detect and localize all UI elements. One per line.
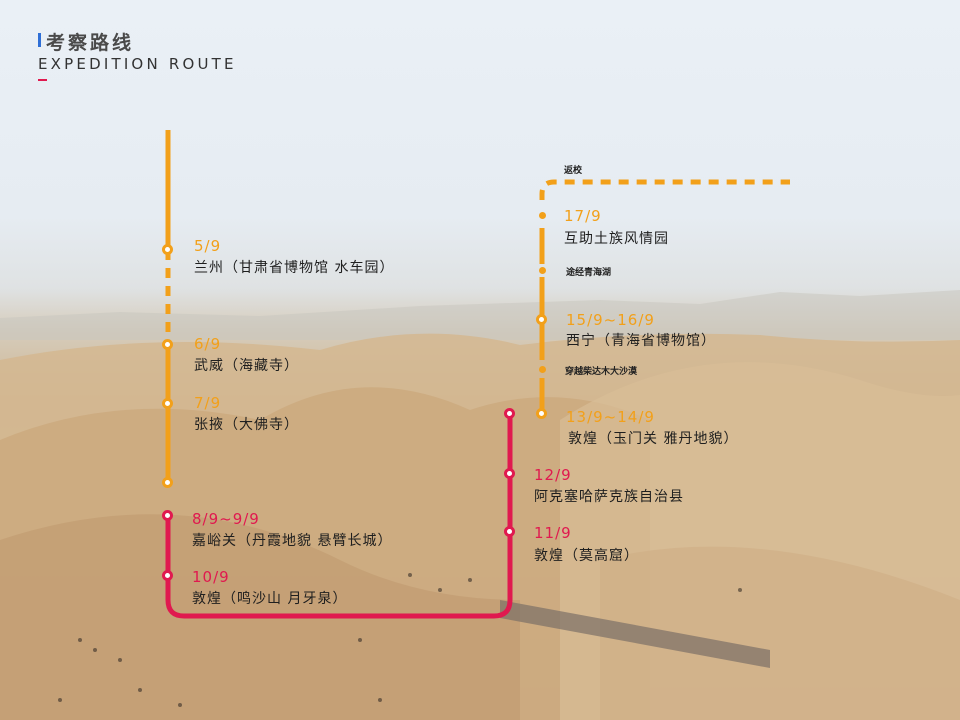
- stop-place: 敦煌（鸣沙山 月牙泉）: [192, 591, 348, 607]
- stop-place: 嘉峪关（丹霞地貌 悬臂长城）: [192, 533, 393, 549]
- via-dot: [539, 366, 546, 373]
- stop-date: 15/9~16/9: [566, 311, 655, 329]
- header-accent-bar: [38, 33, 41, 47]
- stop-node: [162, 570, 173, 581]
- stop-date: 13/9~14/9: [566, 408, 655, 426]
- stop-date: 5/9: [194, 237, 222, 255]
- pavilion-roof: [500, 600, 770, 668]
- header-title-en: EXPEDITION ROUTE: [38, 55, 237, 73]
- stop-place: 敦煌（玉门关 雅丹地貌）: [568, 431, 739, 447]
- header-title-cn: 考察路线: [46, 32, 135, 54]
- stop-place: 阿克塞哈萨克族自治县: [534, 489, 684, 505]
- people-specks: [58, 573, 742, 707]
- return-note: 返校: [564, 166, 583, 176]
- stop-node: [536, 408, 547, 419]
- stop-place: 互助土族风情园: [564, 231, 669, 247]
- stop-node: [162, 398, 173, 409]
- stop-node: [162, 477, 173, 488]
- stop-date: 8/9~9/9: [192, 510, 260, 528]
- stop-node: [536, 314, 547, 325]
- stop-date: 17/9: [564, 207, 602, 225]
- via-lake-note: 途经青海湖: [566, 268, 612, 278]
- stop-place: 西宁（青海省博物馆）: [566, 333, 716, 349]
- stop-place: 武威（海藏寺）: [194, 358, 299, 374]
- route-yellow-return: [539, 179, 790, 200]
- via-dot: [539, 212, 546, 219]
- via-desert-note: 穿越柴达木大沙漠: [565, 367, 638, 377]
- distant-mountains: [0, 290, 960, 340]
- header-red-mark: [38, 79, 47, 81]
- stop-node: [162, 244, 173, 255]
- stop-date: 6/9: [194, 335, 222, 353]
- dune-front-right: [600, 546, 960, 720]
- route-red: [165, 416, 513, 619]
- stop-node: [504, 408, 515, 419]
- stop-node: [504, 468, 515, 479]
- stop-place: 张掖（大佛寺）: [194, 417, 299, 433]
- stop-node: [162, 339, 173, 350]
- stop-place: 敦煌（莫高窟）: [534, 548, 639, 564]
- stop-place: 兰州（甘肃省博物馆 水车园）: [194, 260, 395, 276]
- stop-date: 11/9: [534, 524, 572, 542]
- stop-date: 7/9: [194, 394, 222, 412]
- via-dot: [539, 267, 546, 274]
- stop-date: 12/9: [534, 466, 572, 484]
- stop-node: [162, 510, 173, 521]
- stop-date: 10/9: [192, 568, 230, 586]
- stop-node: [504, 526, 515, 537]
